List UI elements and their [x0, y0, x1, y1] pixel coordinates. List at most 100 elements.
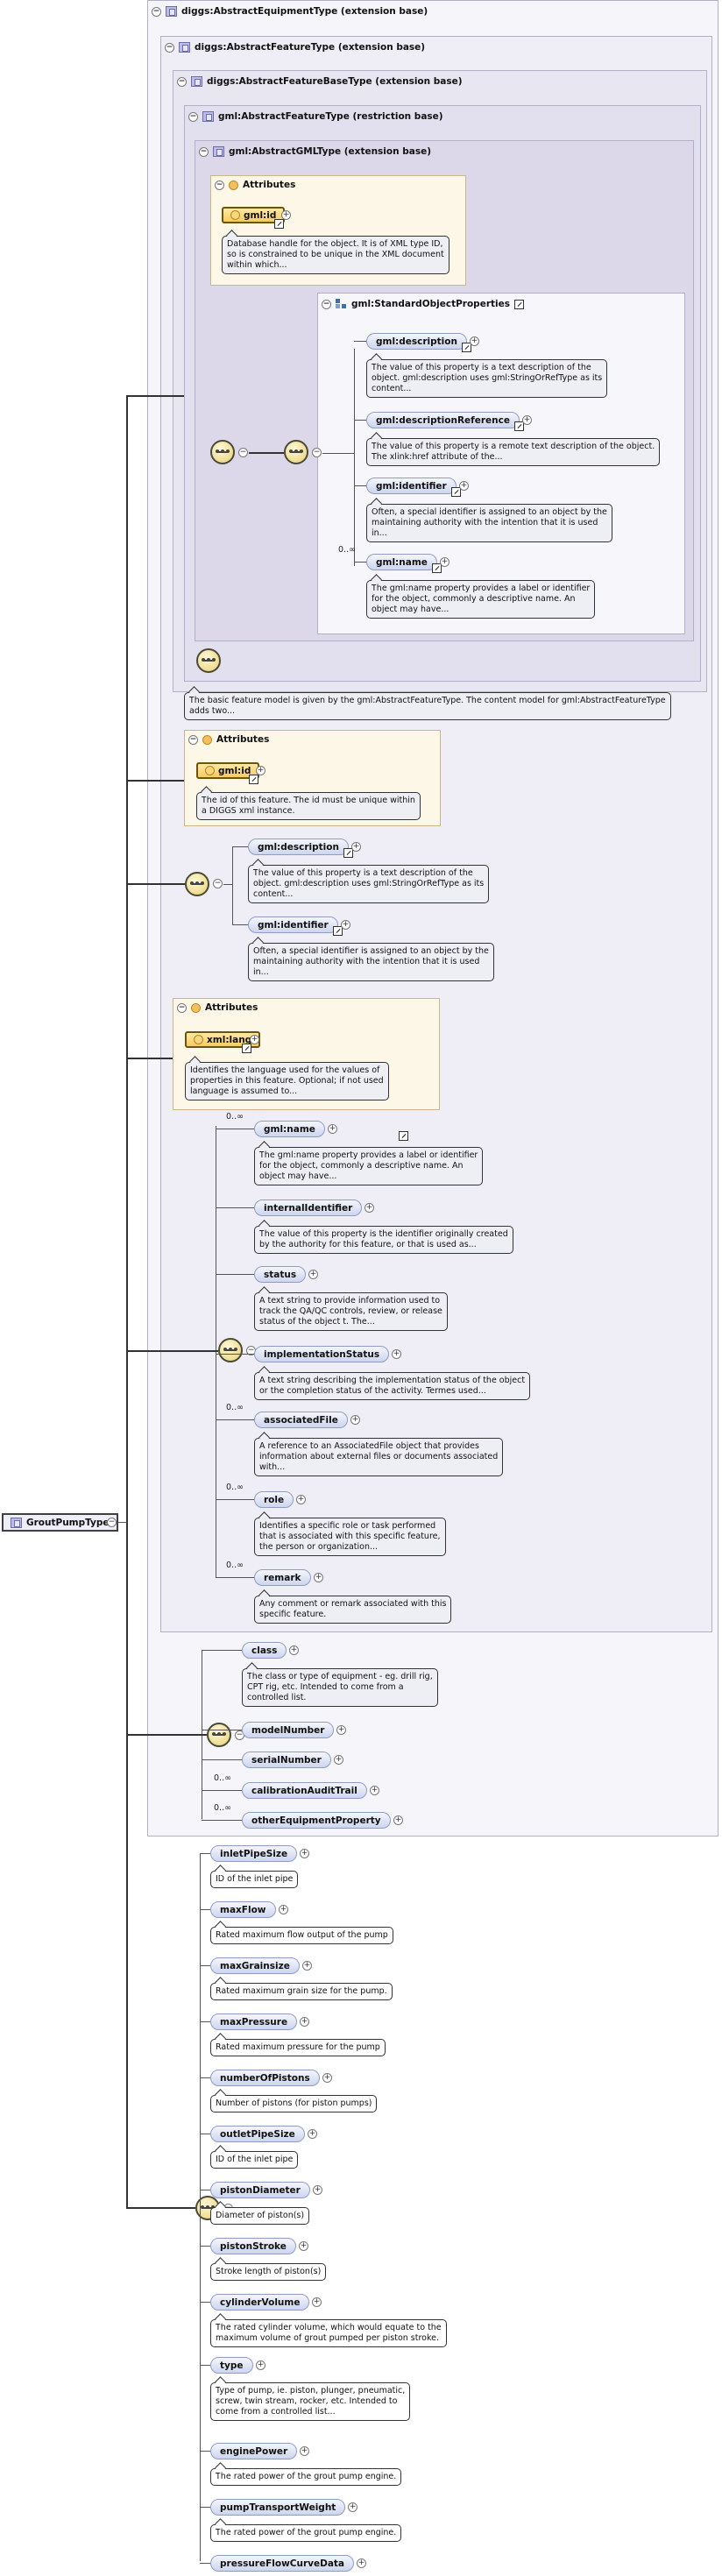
element-pistondiameter[interactable]: pistonDiameter: [210, 2182, 310, 2198]
element-otherequipmentproperty[interactable]: otherEquipmentProperty: [242, 1812, 391, 1829]
collapse-icon[interactable]: −: [152, 6, 161, 17]
expand-icon[interactable]: +: [299, 2241, 308, 2251]
expand-icon[interactable]: +: [314, 1573, 323, 1582]
expand-icon[interactable]: +: [308, 2129, 317, 2139]
element-label: associatedFile: [264, 1414, 338, 1426]
element-gml-description[interactable]: gml:description: [248, 839, 349, 855]
element-pistonstroke[interactable]: pistonStroke: [210, 2238, 296, 2254]
collapse-icon[interactable]: −: [213, 879, 223, 888]
element-serialnumber[interactable]: serialNumber: [242, 1752, 331, 1768]
expand-icon[interactable]: +: [322, 2073, 332, 2083]
attributes-title: Attributes: [205, 1002, 258, 1013]
expand-icon[interactable]: +: [279, 1905, 288, 1914]
element-maxgrainsize[interactable]: maxGrainsize: [210, 1957, 300, 1974]
box-header: − diggs:AbstractEquipmentType (extension…: [152, 4, 428, 18]
expand-icon[interactable]: +: [328, 1124, 337, 1134]
expand-icon[interactable]: +: [393, 1815, 403, 1825]
expand-icon[interactable]: +: [313, 2185, 322, 2195]
element-inletpipesize[interactable]: inletPipeSize: [210, 1845, 298, 1862]
expand-icon[interactable]: +: [312, 2297, 322, 2307]
collapse-icon[interactable]: −: [188, 734, 198, 745]
collapse-icon[interactable]: −: [238, 448, 248, 457]
element-gml-name[interactable]: gml:name: [366, 554, 437, 570]
link-icon[interactable]: [343, 848, 353, 858]
attribute-gml-id[interactable]: gml:id: [196, 762, 260, 779]
connector: [354, 349, 355, 566]
link-icon[interactable]: [451, 487, 461, 497]
element-calibrationaudittrail[interactable]: calibrationAuditTrail: [242, 1782, 367, 1799]
collapse-icon[interactable]: −: [322, 299, 331, 309]
link-icon[interactable]: [462, 343, 471, 352]
expand-icon[interactable]: +: [256, 2360, 265, 2370]
link-icon[interactable]: [242, 1044, 251, 1053]
expand-icon[interactable]: +: [336, 1725, 346, 1735]
expand-icon[interactable]: +: [334, 1755, 343, 1765]
expand-icon[interactable]: +: [308, 1270, 318, 1279]
element-modelnumber[interactable]: modelNumber: [242, 1722, 335, 1738]
collapse-icon[interactable]: −: [165, 42, 174, 53]
collapse-icon[interactable]: −: [177, 1002, 187, 1013]
expand-icon[interactable]: +: [459, 481, 469, 491]
root-type-box[interactable]: GroutPumpType: [2, 1513, 118, 1532]
element-type[interactable]: type: [210, 2357, 253, 2374]
element-outletpipesize[interactable]: outletPipeSize: [210, 2126, 305, 2142]
element-implementationstatus[interactable]: implementationStatus: [254, 1346, 390, 1362]
expand-icon[interactable]: +: [370, 1786, 379, 1795]
link-icon[interactable]: [514, 299, 524, 309]
element-pressureflowcurvedata[interactable]: pressureFlowCurveData: [210, 2555, 355, 2572]
collapse-icon[interactable]: −: [177, 76, 187, 87]
element-class[interactable]: class: [242, 1642, 287, 1659]
element-gml-identifier[interactable]: gml:identifier: [366, 478, 457, 494]
element-label: maxFlow: [220, 1904, 266, 1915]
collapse-icon[interactable]: −: [188, 111, 198, 122]
expand-icon[interactable]: +: [365, 1203, 374, 1213]
link-icon[interactable]: [249, 775, 258, 784]
element-cylindervolume[interactable]: cylinderVolume: [210, 2294, 310, 2311]
link-icon[interactable]: [333, 926, 343, 936]
element-pumptransportweight[interactable]: pumpTransportWeight: [210, 2499, 346, 2516]
root-connector: [116, 1522, 127, 1523]
element-internalidentifier[interactable]: internalIdentifier: [254, 1200, 363, 1216]
element-associatedfile[interactable]: associatedFile: [254, 1412, 348, 1428]
element-gml-description[interactable]: gml:description: [366, 333, 467, 350]
expand-icon[interactable]: +: [300, 2446, 309, 2456]
expand-icon[interactable]: +: [300, 2017, 309, 2027]
expand-icon[interactable]: +: [522, 415, 532, 425]
expand-icon[interactable]: +: [392, 1349, 401, 1359]
expand-icon[interactable]: +: [300, 1849, 309, 1858]
expand-icon[interactable]: +: [296, 1495, 306, 1504]
element-gml-descriptionreference[interactable]: gml:descriptionReference: [366, 412, 520, 428]
collapse-icon[interactable]: −: [215, 180, 224, 190]
expand-icon[interactable]: +: [289, 1645, 299, 1655]
element-role[interactable]: role: [254, 1491, 294, 1508]
expand-icon[interactable]: +: [351, 842, 361, 852]
link-icon[interactable]: [399, 1131, 408, 1141]
element-enginepower[interactable]: enginePower: [210, 2443, 298, 2459]
expand-icon[interactable]: +: [350, 1415, 360, 1425]
element-gml-name[interactable]: gml:name: [254, 1121, 325, 1137]
expand-icon[interactable]: +: [357, 2558, 366, 2568]
element-status[interactable]: status: [254, 1266, 307, 1283]
expand-icon[interactable]: +: [341, 920, 350, 930]
element-remark[interactable]: remark: [254, 1569, 311, 1586]
link-icon[interactable]: [432, 563, 442, 573]
expand-icon[interactable]: +: [256, 766, 265, 775]
expand-icon[interactable]: +: [281, 210, 291, 220]
collapse-icon[interactable]: −: [107, 1518, 117, 1527]
collapse-icon[interactable]: −: [199, 146, 209, 157]
element-maxpressure[interactable]: maxPressure: [210, 2013, 298, 2030]
element-maxflow[interactable]: maxFlow: [210, 1901, 276, 1918]
collapse-icon[interactable]: −: [312, 448, 322, 457]
expand-icon[interactable]: +: [250, 1035, 259, 1044]
link-icon[interactable]: [274, 219, 284, 229]
connector: [216, 1274, 254, 1275]
link-icon[interactable]: [514, 421, 524, 431]
element-gml-identifier[interactable]: gml:identifier: [248, 916, 338, 933]
expand-icon[interactable]: +: [348, 2502, 357, 2512]
attribute-gml-id[interactable]: gml:id: [222, 207, 286, 223]
element-numberofpistons[interactable]: numberOfPistons: [210, 2070, 320, 2086]
expand-icon[interactable]: +: [470, 336, 479, 346]
complex-type-icon: [202, 111, 214, 122]
expand-icon[interactable]: +: [302, 1961, 312, 1971]
expand-icon[interactable]: +: [440, 557, 449, 567]
